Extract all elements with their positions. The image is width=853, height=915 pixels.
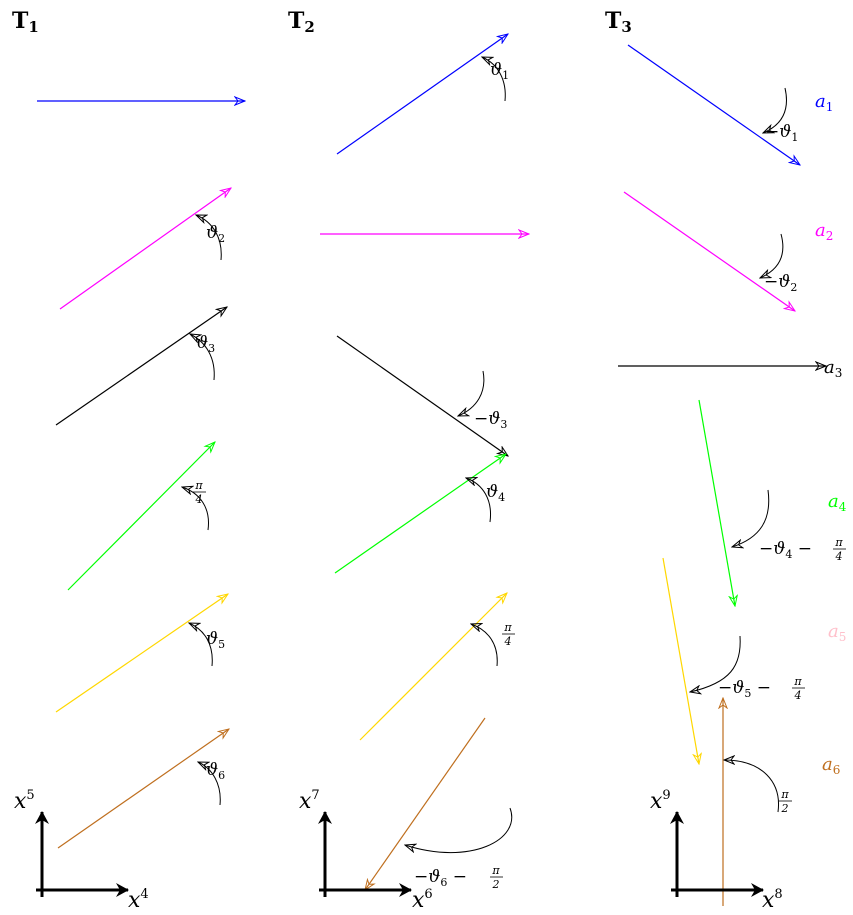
t2-pi4-arc (471, 624, 498, 667)
svg-text:4: 4 (794, 689, 802, 702)
t1-theta6-arc (198, 762, 221, 806)
t1-y-axis-label: x5 (14, 788, 35, 814)
t1-a2-arrow (59, 188, 231, 310)
label-a3: a3 (824, 357, 842, 380)
t3-neg-theta2-arc (760, 233, 784, 278)
t1-theta5-arc (189, 623, 213, 667)
label-a1: a1 (815, 91, 833, 114)
svg-text:π: π (503, 621, 512, 634)
t2-neg-theta6-label: −ϑ6 − π 2 (414, 864, 503, 891)
svg-text:π: π (780, 788, 789, 801)
t3-pi2-label: π 2 (779, 788, 792, 815)
t1-theta5-label: ϑ5 (206, 629, 225, 651)
t1-theta6-label: ϑ6 (206, 760, 225, 782)
t3-y-axis-label: x9 (650, 788, 671, 814)
t3-x-axis-label: x8 (762, 887, 783, 913)
t2-a6-arrow (365, 717, 486, 890)
svg-text:−ϑ5 −: −ϑ5 − (718, 678, 776, 700)
t1-a6-arrow (57, 729, 229, 849)
t3-neg-theta5-label: −ϑ5 − π 4 (718, 675, 805, 702)
svg-text:2: 2 (781, 802, 789, 815)
svg-text:4: 4 (195, 493, 203, 506)
svg-text:π: π (491, 864, 500, 877)
t1-x-axis-label: x4 (128, 887, 149, 913)
t1-a5-arrow (55, 594, 228, 713)
t2-a1-arrow (336, 34, 508, 155)
t2-a5-arrow (359, 593, 507, 741)
t3-a5-arrow (662, 557, 699, 764)
t2-a4-arrow (334, 454, 506, 574)
t2-a3-arrow (336, 335, 508, 456)
t2-neg-theta6-arc (405, 807, 513, 853)
svg-text:2: 2 (492, 878, 500, 891)
t3-a1-arrow (627, 44, 800, 165)
t1-theta3-arc (190, 334, 215, 381)
t3-neg-theta4-arc (732, 489, 770, 547)
svg-text:π: π (194, 479, 203, 492)
svg-text:−ϑ6 −: −ϑ6 − (414, 867, 472, 889)
t3-neg-theta4-label: −ϑ4 − π 4 (759, 536, 846, 563)
label-a4: a4 (828, 491, 847, 514)
t3-neg-theta1-arc (763, 87, 787, 133)
column-title-t1: T1 (12, 8, 39, 36)
t3-neg-theta1-label: −ϑ1 (765, 122, 798, 144)
column-title-t2: T2 (288, 8, 315, 36)
t3-a4-arrow (698, 399, 735, 606)
t2-theta4-arc (466, 478, 492, 523)
t1-a4-arrow (67, 442, 215, 591)
axes-t1: x5 x4 (14, 788, 149, 913)
svg-text:π: π (793, 675, 802, 688)
svg-text:π: π (834, 536, 843, 549)
t2-angle-arcs (405, 57, 513, 853)
t1-theta2-arc (196, 215, 222, 261)
t2-theta1-label: ϑ1 (490, 60, 509, 82)
axes-t3: x9 x8 (650, 788, 783, 913)
t1-angle-arcs (182, 215, 222, 806)
t2-x-axis-label: x6 (412, 887, 433, 913)
t3-neg-theta2-label: −ϑ2 (764, 272, 797, 294)
t2-theta4-label: ϑ4 (486, 482, 505, 504)
t2-theta1-arc (482, 57, 506, 102)
axes-t2: x7 x6 (299, 788, 433, 913)
t3-pi2-arc (724, 760, 779, 813)
svg-text:4: 4 (835, 550, 843, 563)
label-a2: a2 (815, 220, 833, 243)
t3-vectors (618, 44, 826, 906)
t3-angle-arcs (690, 87, 787, 813)
t1-pi4-arc (182, 487, 209, 531)
svg-text:−ϑ4 −: −ϑ4 − (759, 539, 817, 561)
t1-a3-arrow (55, 307, 227, 426)
label-a6: a6 (822, 754, 840, 777)
t1-theta2-label: ϑ2 (206, 223, 225, 245)
t2-vectors (320, 34, 529, 890)
t2-pi4-label: π 4 (502, 621, 515, 648)
t1-theta3-label: ϑ3 (196, 333, 215, 355)
svg-text:4: 4 (504, 635, 512, 648)
t1-pi4-label: π 4 (193, 479, 206, 506)
column-title-t3: T3 (605, 8, 632, 36)
t2-y-axis-label: x7 (299, 788, 320, 814)
label-a5: a5 (828, 621, 846, 644)
t3-neg-theta5-arc (690, 635, 741, 692)
t2-neg-theta3-label: −ϑ3 (474, 409, 507, 431)
t1-vectors (37, 101, 245, 849)
t3-a2-arrow (623, 191, 795, 311)
t2-neg-theta3-arc (458, 370, 485, 416)
